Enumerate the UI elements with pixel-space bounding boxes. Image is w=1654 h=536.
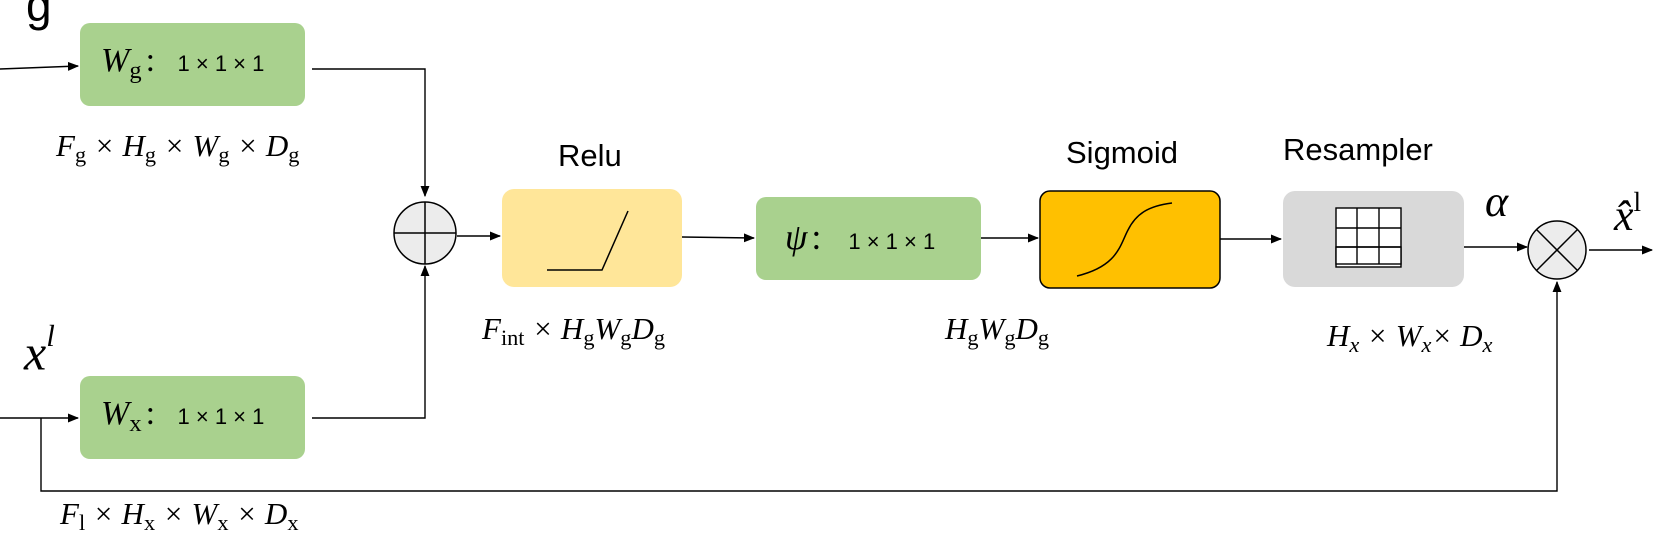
dims-g-label: Fg × Hg × Wg × Dg	[56, 128, 300, 168]
dims-x-label: Fl × Hx × Wx × Dx	[60, 496, 299, 536]
output-label: x̂l	[1614, 187, 1642, 241]
wg-to-add-line	[312, 68, 430, 198]
g-input-label: g	[26, 0, 52, 31]
sigmoid-block	[1039, 190, 1221, 289]
wx-to-add-line	[312, 264, 430, 419]
dims-psi-label: HgWgDg	[945, 311, 1050, 351]
sigmoid-curve-icon	[1076, 202, 1173, 277]
g-input-arrow	[0, 61, 80, 71]
add-operator-icon	[393, 201, 457, 265]
dims-int-label: Fint × HgWgDg	[482, 311, 665, 351]
wg-label: Wg: 1 × 1 × 1	[101, 42, 265, 84]
grid-icon	[1335, 207, 1402, 268]
psi-label: ψ: 1 × 1 × 1	[785, 217, 936, 257]
x-input-label: xl	[24, 318, 55, 381]
wx-block	[80, 376, 305, 459]
relu-to-psi-arrow	[681, 233, 756, 243]
psi-block	[756, 197, 981, 280]
wx-label: Wx: 1 × 1 × 1	[101, 395, 265, 437]
relu-curve-icon	[547, 210, 629, 271]
wg-block	[80, 23, 305, 106]
multiply-operator-icon	[1527, 220, 1587, 280]
skip-connection-line	[40, 280, 1562, 492]
dims-resampler-label: Hx × Wx× Dx	[1327, 318, 1493, 358]
resampler-title: Resampler	[1283, 132, 1433, 167]
sigmoid-title: Sigmoid	[1066, 135, 1178, 170]
alpha-label: α	[1485, 177, 1509, 226]
relu-block	[502, 189, 682, 287]
relu-title: Relu	[558, 138, 622, 173]
